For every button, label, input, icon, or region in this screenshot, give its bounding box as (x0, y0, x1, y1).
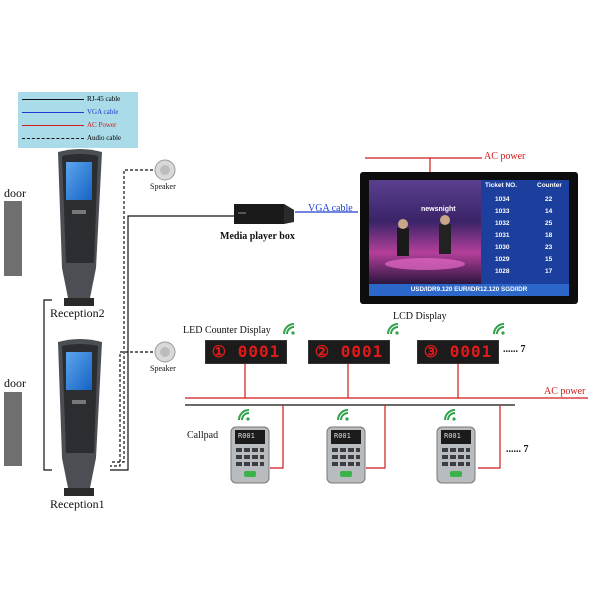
wireless-icon (283, 323, 295, 335)
vga-cable-label: VGA cable (308, 203, 353, 214)
callpad-body (436, 426, 476, 484)
table-row-counter: 18 (545, 232, 553, 239)
led-display-1: ① 0001 (205, 340, 287, 364)
media-player-label: Media player box (220, 231, 295, 242)
callpad-screen: R001 (444, 432, 461, 440)
legend-label-vga: VGA cable (87, 108, 119, 116)
media-player-box (234, 204, 294, 224)
table-row-counter: 25 (545, 220, 553, 227)
ac-power-label-top: AC power (484, 151, 526, 162)
legend-label-ac: AC Power (87, 121, 117, 129)
callpad-1: R001 (230, 426, 270, 484)
table-row-ticket: 1028 (495, 268, 510, 275)
table-row-ticket: 1034 (495, 196, 510, 203)
callpad-screen: R001 (238, 432, 255, 440)
table-row-ticket: 1032 (495, 220, 510, 227)
ticket-table: Ticket NO. Counter 1034 22 1033 14 1032 … (481, 180, 569, 284)
callpad-3: R001 (436, 426, 476, 484)
wireless-icon (444, 409, 456, 421)
legend-ac: AC Power (22, 120, 136, 130)
legend-label-audio: Audio cable (87, 134, 122, 142)
legend-audio: Audio cable (22, 133, 136, 143)
lcd-monitor: newsnight Ticket NO. Counter 1034 22 103… (360, 172, 578, 304)
legend-line-ac (22, 125, 84, 126)
led-display-label: LED Counter Display (183, 325, 271, 336)
more-callpads-label: ...... 7 (506, 444, 529, 455)
table-row-ticket: 1029 (495, 256, 510, 263)
speaker-icon (154, 341, 176, 363)
legend-vga: VGA cable (22, 107, 136, 117)
table-row-counter: 22 (545, 196, 553, 203)
tv-video-area: newsnight (369, 180, 481, 284)
door-top (4, 201, 22, 276)
tv-logo: newsnight (421, 206, 456, 213)
lcd-display-label: LCD Display (393, 311, 447, 322)
callpad-body (230, 426, 270, 484)
speaker-icon (154, 159, 176, 181)
col-ticket-header: Ticket NO. (485, 182, 518, 189)
exchange-ticker: USD/IDR9.120 EUR/IDR12.120 SGD/IDR (369, 284, 569, 296)
reception2-label: Reception2 (50, 306, 105, 320)
table-row-ticket: 1031 (495, 232, 510, 239)
kiosk-reception2 (58, 149, 102, 306)
callpad-label: Callpad (187, 430, 219, 441)
table-row-counter: 14 (545, 208, 553, 215)
legend-line-rj45 (22, 99, 84, 100)
lcd-screen: newsnight Ticket NO. Counter 1034 22 103… (369, 180, 569, 296)
legend-rj45: RJ-45 cable (22, 94, 136, 104)
table-row-counter: 15 (545, 256, 553, 263)
wireless-icon (493, 323, 505, 335)
wireless-icon (238, 409, 250, 421)
kiosk-reception1 (58, 339, 102, 496)
wireless-icon (337, 409, 349, 421)
led-display-3: ③ 0001 (417, 340, 499, 364)
ac-power-label-mid: AC power (544, 386, 586, 397)
callpad-body (326, 426, 366, 484)
reception1-label: Reception1 (50, 497, 105, 511)
callpad-2: R001 (326, 426, 366, 484)
legend-line-audio (22, 138, 84, 139)
col-counter-header: Counter (537, 182, 562, 189)
speaker-label-bottom: Speaker (150, 364, 176, 373)
legend-line-vga (22, 112, 84, 113)
door-label-bottom: door (4, 376, 26, 390)
legend-label-rj45: RJ-45 cable (87, 95, 121, 103)
table-row-ticket: 1033 (495, 208, 510, 215)
cable-legend: RJ-45 cable VGA cable AC Power Audio cab… (18, 92, 138, 148)
speaker-label-top: Speaker (150, 182, 176, 191)
table-row-counter: 17 (545, 268, 553, 275)
wireless-icon (387, 323, 399, 335)
callpad-screen: R001 (334, 432, 351, 440)
door-bottom (4, 392, 22, 466)
table-row-ticket: 1030 (495, 244, 510, 251)
table-row-counter: 23 (545, 244, 553, 251)
more-displays-label: ...... 7 (503, 344, 526, 355)
led-display-2: ② 0001 (308, 340, 390, 364)
presenters-icon (385, 215, 465, 270)
door-label-top: door (4, 186, 26, 200)
